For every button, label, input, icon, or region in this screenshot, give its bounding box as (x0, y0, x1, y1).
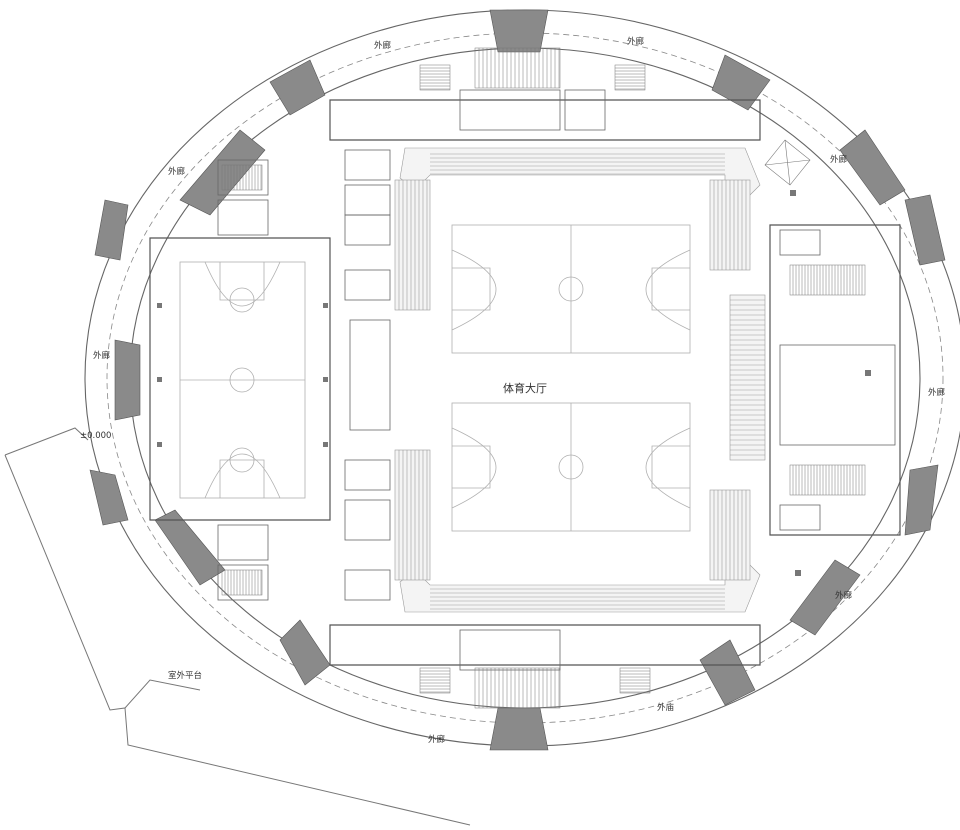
outdoor-platform (4, 427, 471, 826)
corridor-label-left: 外廊 (93, 350, 111, 361)
corridor-label-top-left: 外廊 (374, 40, 392, 51)
corridor-label-bottom-right: 外庙 (657, 702, 675, 713)
corridor-label-right-lower: 外廊 (835, 590, 853, 601)
main-hall-courts (451, 224, 691, 532)
corridor-label-top-right: 外廊 (627, 36, 645, 47)
platform-label: 室外平台 (168, 670, 202, 681)
corridor-label-right-upper: 外廊 (830, 154, 848, 165)
corridor-label-bottom: 外廊 (428, 734, 446, 745)
training-court (179, 261, 306, 499)
corridor-label-left-upper: 外廊 (168, 166, 186, 177)
seating-tiers (394, 147, 766, 613)
corridor-label-right: 外廊 (928, 387, 946, 398)
building-envelope (149, 99, 901, 666)
outer-corridor (84, 9, 960, 747)
hall-label: 体育大厅 (503, 381, 547, 395)
columns (157, 190, 871, 576)
level-label: ±0.000 (80, 431, 111, 441)
interior-rooms (217, 89, 896, 671)
entry-ramp (764, 139, 811, 186)
exterior-piers (89, 9, 946, 751)
stairways (221, 47, 866, 709)
